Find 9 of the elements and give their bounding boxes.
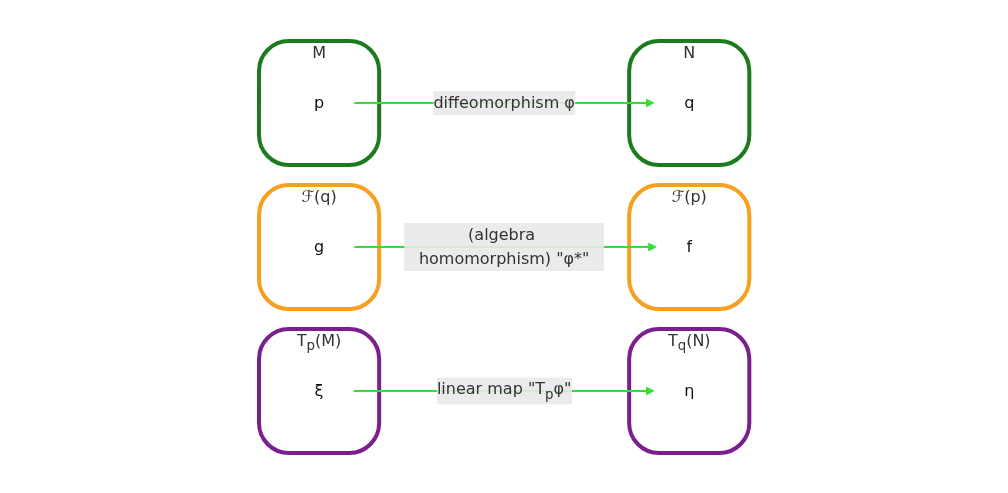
node-text: g xyxy=(313,236,324,256)
edge-label: linear map "T$_{p}$φ" xyxy=(436,378,572,402)
node-text: p xyxy=(313,92,324,112)
edge-label: diffeomorphism φ xyxy=(433,92,575,112)
edge-label: (algebra homomorphism) "φ*" xyxy=(418,224,590,268)
node-text: ξ xyxy=(314,380,324,400)
node-text: f xyxy=(686,236,692,256)
node-text: q xyxy=(684,92,695,112)
node-text: η xyxy=(684,380,695,400)
